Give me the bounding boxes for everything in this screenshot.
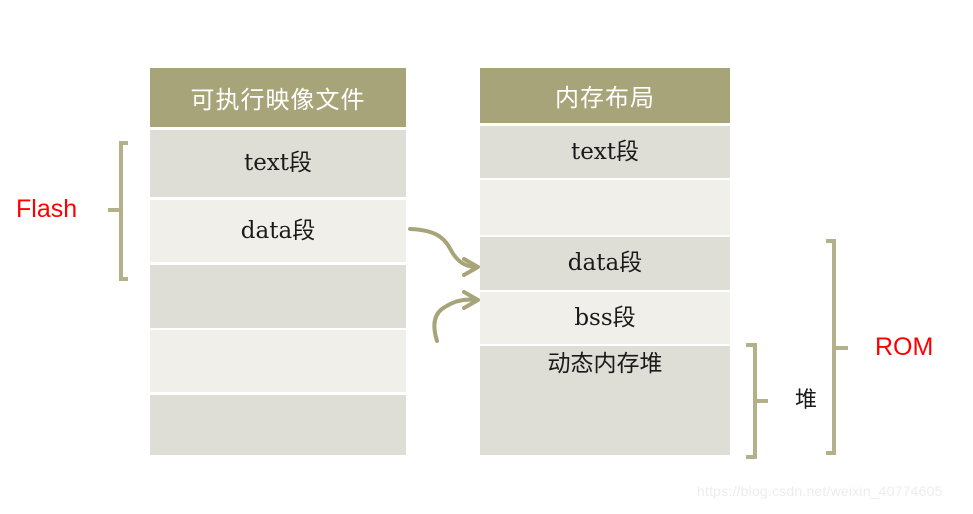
arrowhead-data-section bbox=[462, 257, 480, 277]
cell-label: data段 bbox=[567, 250, 643, 277]
table-row bbox=[150, 265, 406, 328]
arrowhead-bss-section bbox=[462, 290, 480, 310]
rom-label: ROM bbox=[875, 333, 934, 361]
heap-bracket bbox=[744, 342, 768, 460]
cell-label: bss段 bbox=[574, 304, 636, 331]
table-row: bss段 bbox=[480, 292, 730, 344]
watermark-text: https://blog.csdn.net/weixin_40774605 bbox=[697, 483, 943, 499]
table-row: data段 bbox=[150, 200, 406, 262]
arrow-data-section bbox=[408, 227, 476, 269]
executable-image-table-header: 可执行映像文件 bbox=[150, 68, 406, 127]
cell-label: 动态内存堆 bbox=[547, 351, 663, 377]
table-row: 动态内存堆 bbox=[480, 346, 730, 455]
table-row bbox=[150, 395, 406, 455]
flash-label: Flash bbox=[16, 195, 78, 223]
table-row: text段 bbox=[150, 130, 406, 197]
rom-bracket bbox=[824, 238, 848, 456]
table-row bbox=[480, 180, 730, 235]
executable-image-table: 可执行映像文件 text段 data段 bbox=[150, 68, 406, 455]
cell-label: data段 bbox=[240, 217, 316, 244]
flash-bracket bbox=[108, 140, 130, 282]
memory-layout-table: 内存布局 text段 data段 bss段 动态内存堆 bbox=[480, 68, 730, 455]
table-row: data段 bbox=[480, 237, 730, 290]
heap-label: 堆 bbox=[795, 388, 818, 413]
cell-label: text段 bbox=[570, 138, 640, 165]
cell-label: text段 bbox=[243, 150, 313, 177]
table-row: text段 bbox=[480, 126, 730, 178]
table-row bbox=[150, 330, 406, 392]
memory-layout-table-header: 内存布局 bbox=[480, 68, 730, 123]
arrow-bss-section bbox=[432, 297, 476, 343]
